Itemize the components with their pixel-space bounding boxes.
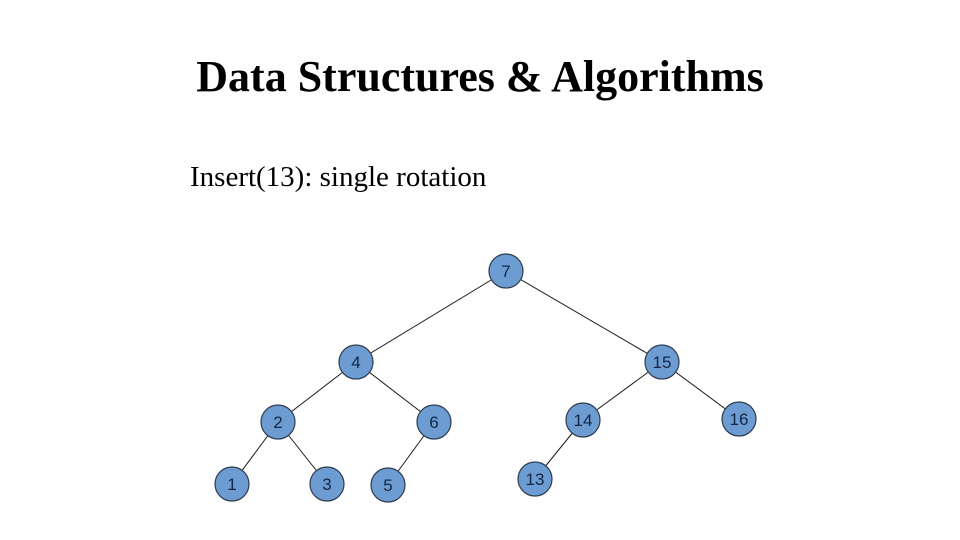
tree-node-1: 1 — [214, 466, 250, 502]
slide-title: Data Structures & Algorithms — [196, 52, 764, 101]
tree-node-circle — [488, 253, 524, 289]
tree-node-label: 1 — [227, 475, 236, 494]
tree-node-circle — [260, 404, 296, 440]
tree-node-label: 3 — [322, 475, 331, 494]
tree-node-circle — [565, 402, 601, 438]
tree-node-label: 16 — [730, 410, 749, 429]
tree-node-circle — [214, 466, 250, 502]
tree-node-label: 4 — [351, 353, 360, 372]
tree-node-circle — [338, 344, 374, 380]
tree-node-label: 15 — [653, 353, 672, 372]
tree-node-5: 5 — [370, 467, 406, 503]
tree-node-label: 13 — [526, 470, 545, 489]
slide-subtitle: Insert(13): single rotation — [190, 161, 487, 193]
tree-node-14: 14 — [565, 402, 601, 438]
tree-edge-7-4 — [355, 270, 507, 363]
tree-node-label: 14 — [574, 411, 593, 430]
tree-node-7: 7 — [488, 253, 524, 289]
tree-node-circle — [370, 467, 406, 503]
tree-node-16: 16 — [721, 401, 757, 437]
tree-node-label: 7 — [501, 262, 510, 281]
tree-node-13: 13 — [517, 461, 553, 497]
tree-node-4: 4 — [338, 344, 374, 380]
tree-node-15: 15 — [644, 344, 680, 380]
tree-edge-7-15 — [505, 270, 663, 363]
tree-node-circle — [721, 401, 757, 437]
tree-node-circle — [517, 461, 553, 497]
tree-node-circle — [416, 404, 452, 440]
tree-node-3: 3 — [309, 466, 345, 502]
tree-node-circle — [644, 344, 680, 380]
tree-node-circle — [309, 466, 345, 502]
tree-node-2: 2 — [260, 404, 296, 440]
tree-node-label: 6 — [429, 413, 438, 432]
tree-node-6: 6 — [416, 404, 452, 440]
tree-node-label: 5 — [383, 476, 392, 495]
tree-node-label: 2 — [273, 413, 282, 432]
